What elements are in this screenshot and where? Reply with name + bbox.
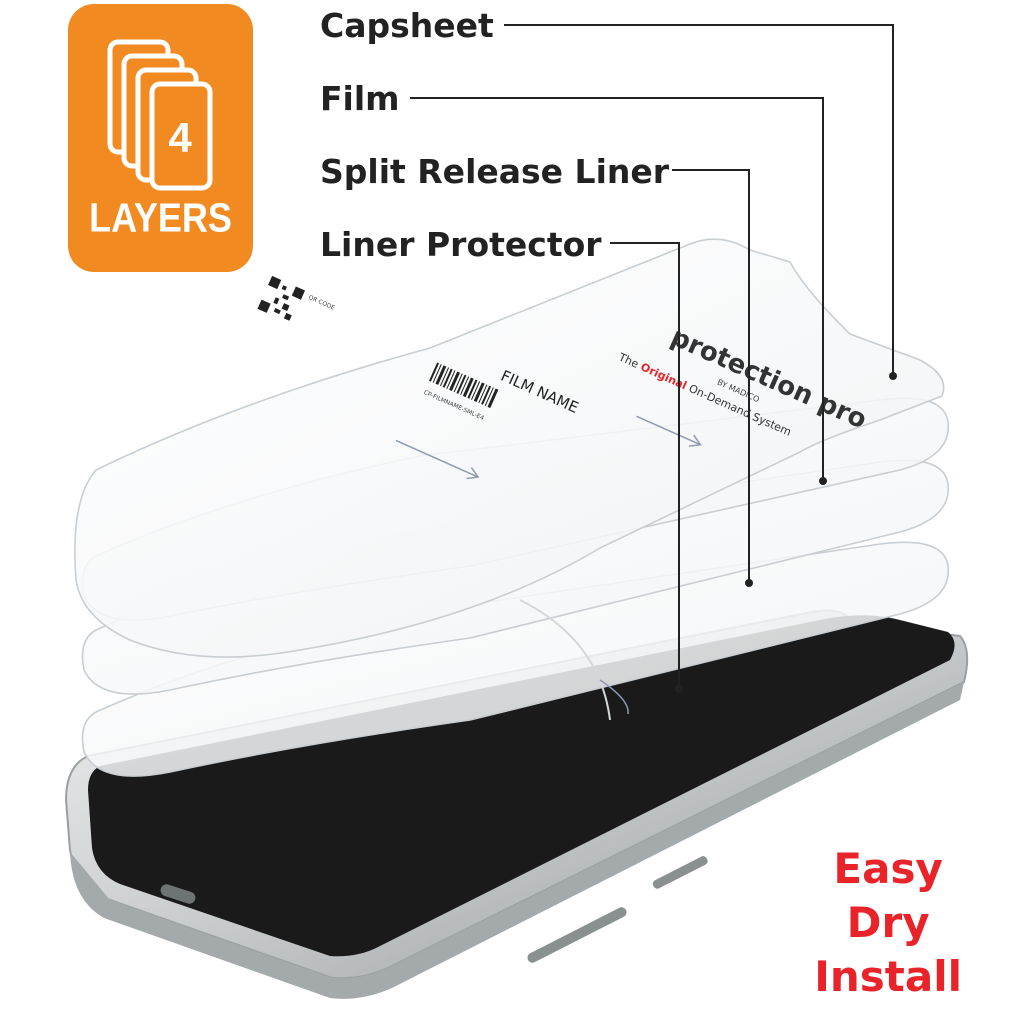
stacked-cards-icon: 4 [107, 39, 213, 191]
sheet-capsheet [74, 238, 945, 658]
side-button [527, 907, 627, 963]
barcode [429, 362, 499, 409]
side-button [652, 856, 708, 889]
callout-film: Film [320, 79, 400, 118]
phone-screen [88, 615, 955, 957]
peel-curve [519, 599, 611, 721]
leader-liner-protector [610, 242, 680, 687]
dot-capsheet [889, 372, 897, 380]
peel-direction-arrow [636, 415, 702, 447]
tagline-line: Easy [833, 844, 943, 893]
peel-direction-arrow [395, 439, 480, 480]
callout-split-release-liner: Split Release Liner [320, 152, 670, 191]
tagline-line: Install [814, 952, 962, 1001]
charging-port [160, 884, 196, 904]
callout-capsheet: Capsheet [320, 6, 494, 45]
leader-lines [410, 24, 894, 687]
dot-liner-protector [675, 685, 683, 693]
tagline-line: Dry [846, 898, 930, 947]
leader-dots [675, 372, 897, 693]
dot-film [819, 477, 827, 485]
dot-split-release-liner [745, 579, 753, 587]
leader-split-release-liner [672, 169, 750, 581]
leader-film [410, 97, 824, 479]
peel-arrow [599, 679, 629, 715]
badge-label: LAYERS [89, 194, 232, 241]
leader-capsheet [504, 24, 894, 374]
callout-liner-protector: Liner Protector [320, 225, 602, 264]
tagline: Easy Dry Install [814, 842, 962, 1004]
layers-badge: 4 LAYERS [68, 4, 253, 272]
qr-code [257, 275, 306, 324]
layer-count: 4 [168, 114, 192, 161]
qr-label: QR CODE [307, 294, 336, 312]
